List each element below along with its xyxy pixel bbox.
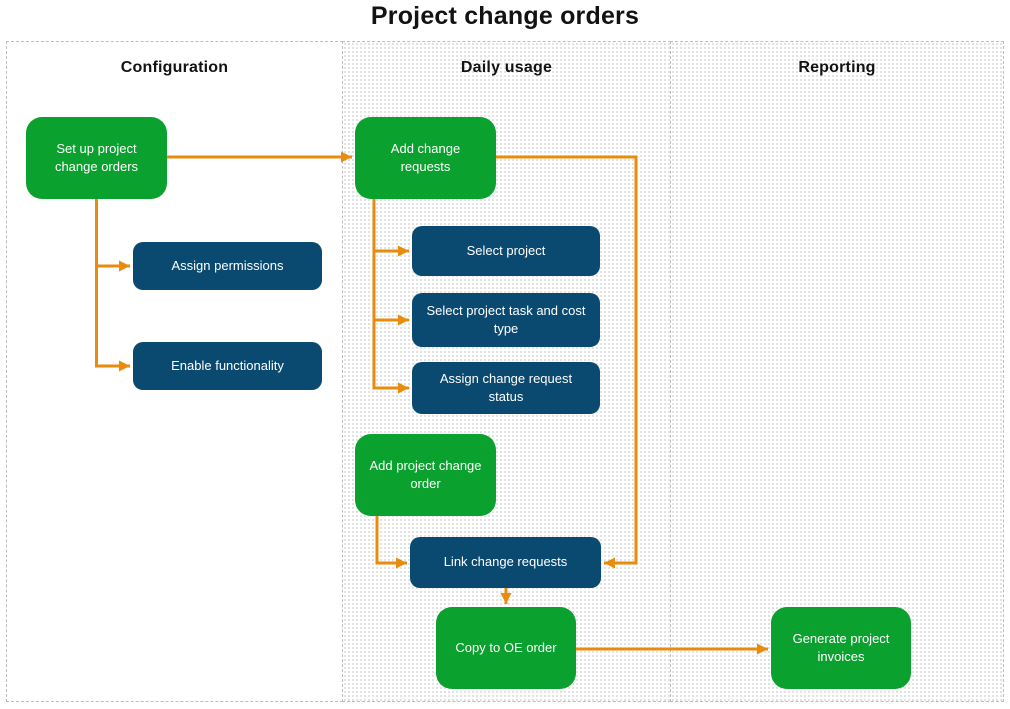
column-configuration-header: Configuration bbox=[120, 59, 229, 76]
column-daily-usage-header: Daily usage bbox=[460, 59, 553, 76]
node-assign-permissions: Assign permissions bbox=[133, 242, 322, 290]
node-select-project-task-and-cost-type: Select project task and cost type bbox=[412, 293, 600, 347]
node-assign-change-request-status: Assign change request status bbox=[412, 362, 600, 414]
column-reporting: Reporting bbox=[670, 41, 1004, 702]
column-reporting-header: Reporting bbox=[798, 59, 876, 76]
node-add-change-requests: Add change requests bbox=[355, 117, 496, 199]
node-add-project-change-order: Add project change order bbox=[355, 434, 496, 516]
diagram-title: Project change orders bbox=[370, 2, 640, 30]
node-enable-functionality: Enable functionality bbox=[133, 342, 322, 390]
node-generate-project-invoices: Generate project invoices bbox=[771, 607, 911, 689]
node-link-change-requests: Link change requests bbox=[410, 537, 601, 588]
node-set-up-project-change-orders: Set up project change orders bbox=[26, 117, 167, 199]
node-select-project: Select project bbox=[412, 226, 600, 276]
node-copy-to-oe-order: Copy to OE order bbox=[436, 607, 576, 689]
